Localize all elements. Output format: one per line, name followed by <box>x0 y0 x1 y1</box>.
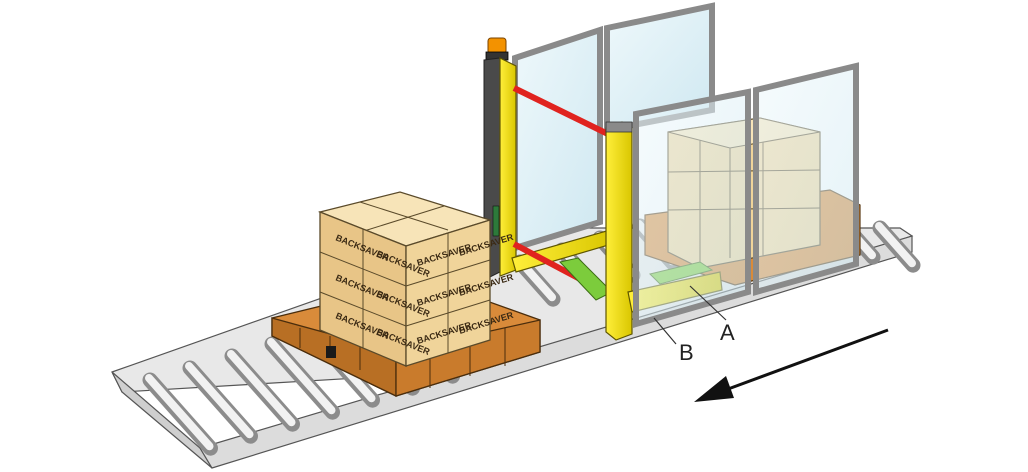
conveyor-roller-highlight <box>267 338 336 415</box>
front-glass-panel-2 <box>753 62 859 296</box>
warning-beacon-icon <box>487 37 507 55</box>
arrow-left-down-icon <box>694 328 889 402</box>
callout-a-label: A <box>720 320 735 345</box>
rear-guard-panels <box>512 2 715 253</box>
conveyor-roller-highlight <box>227 350 296 427</box>
safety-beam-upper <box>512 85 614 139</box>
light-curtain-receiver <box>605 121 633 341</box>
conveyor-roller-highlight <box>145 374 214 451</box>
conveyor-roller-highlight <box>185 362 254 439</box>
callout-b: B <box>653 317 694 365</box>
rear-light-curtain <box>483 37 614 301</box>
rear-glass-panel-1 <box>512 25 603 253</box>
pallet-load: BACKSAVERBACKSAVERBACKSAVERBACKSAVERBACK… <box>271 191 541 398</box>
carton-stack: BACKSAVERBACKSAVERBACKSAVERBACKSAVERBACK… <box>317 191 515 367</box>
callout-a: A <box>689 285 735 345</box>
front-glass-panel-1 <box>633 88 751 328</box>
callout-b-label: B <box>679 340 694 365</box>
front-guard-panels <box>633 62 859 328</box>
conveyor-roller-highlight <box>875 222 916 268</box>
